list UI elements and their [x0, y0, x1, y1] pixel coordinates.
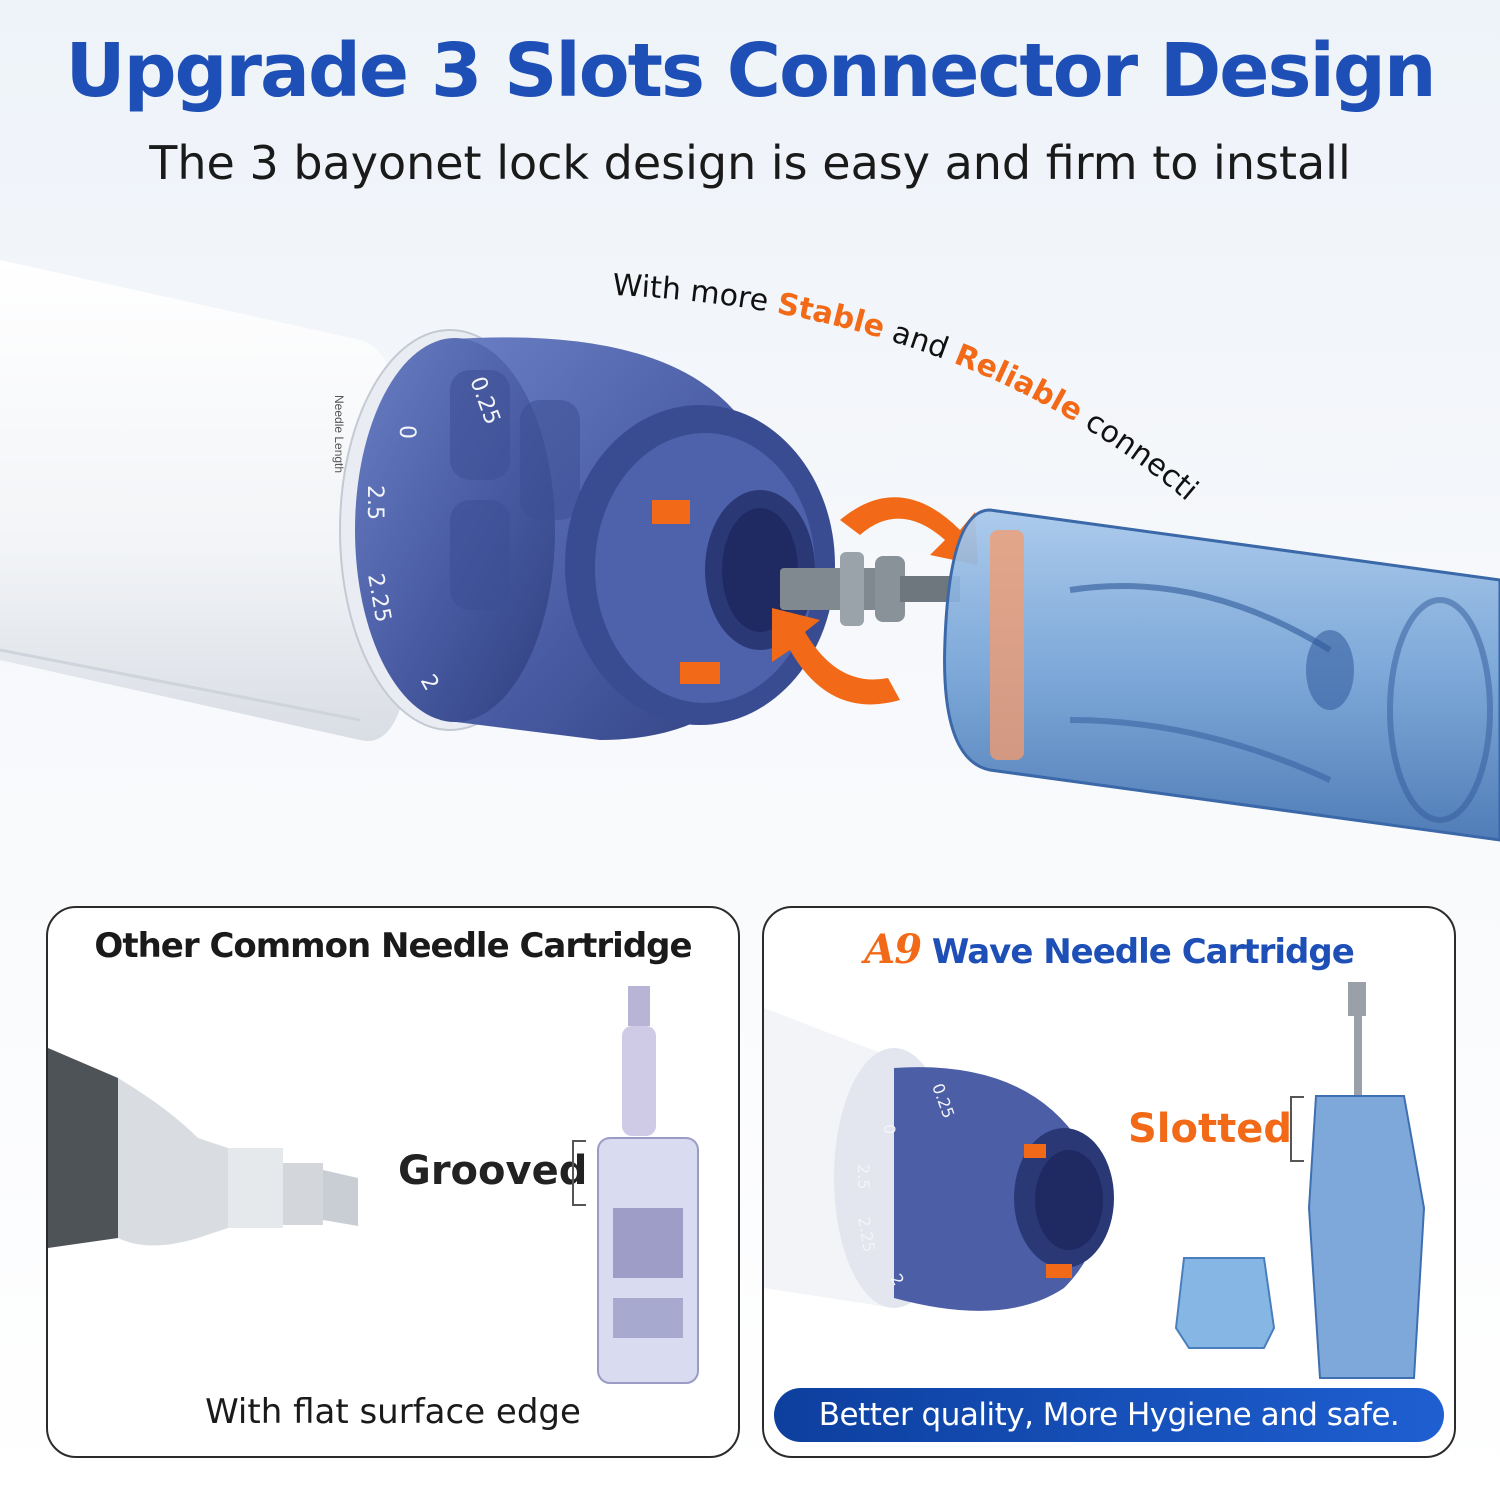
panel-title: A9 Wave Needle Cartridge — [864, 926, 1355, 973]
connector-socket — [565, 405, 835, 725]
page-subtitle: The 3 bayonet lock design is easy and fi… — [149, 136, 1351, 190]
dial-label: Needle Length — [332, 395, 346, 473]
page-title: Upgrade 3 Slots Connector Design — [65, 28, 1436, 114]
dial-mark: 2.5 — [854, 1164, 873, 1189]
brand-mark: A9 — [864, 926, 922, 973]
common-cartridge-illustration — [48, 986, 699, 1384]
slotted-label: Slotted — [1128, 1106, 1293, 1152]
connector-illustration: 0.25 0 2.5 2.25 2 Needle Length — [0, 173, 1500, 842]
panel-title: Other Common Needle Cartridge — [94, 926, 692, 966]
bracket-marker — [572, 1140, 586, 1206]
slot-marker — [652, 500, 690, 524]
dial-mark: 0 — [394, 425, 419, 439]
panel-caption: With flat surface edge — [205, 1392, 581, 1432]
dial-mark: 0 — [880, 1124, 899, 1134]
product-scene: 0.25 0 2.5 2.25 2 Needle Length — [0, 173, 1500, 900]
comparison-panel-other: Other Common Needle Cartridge Grooved Wi… — [46, 906, 740, 1458]
bracket-marker — [1290, 1096, 1304, 1162]
comparison-panel-a9: 0.25 0 2.5 2.25 2 A9 Wave Needle Cartrid… — [762, 906, 1456, 1458]
dial-mark: 2.5 — [362, 485, 387, 520]
grooved-label: Grooved — [398, 1148, 588, 1194]
rotation-arrows-icon — [772, 497, 978, 705]
a9-cartridge-illustration: 0.25 0 2.5 2.25 2 — [764, 982, 1426, 1379]
slot-marker — [990, 530, 1024, 760]
pen-body — [0, 260, 410, 741]
wave-needle-cartridge — [943, 508, 1500, 842]
quality-banner: Better quality, More Hygiene and safe. — [774, 1388, 1444, 1442]
slot-marker — [680, 662, 720, 684]
